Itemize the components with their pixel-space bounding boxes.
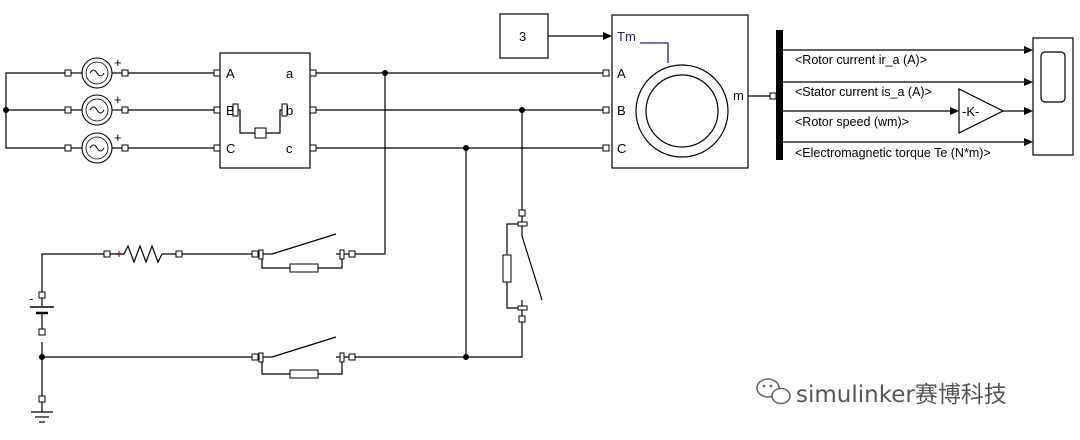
breaker-lower[interactable] <box>251 336 356 379</box>
wire-branch-c <box>355 148 467 358</box>
arrow-scope-2 <box>1024 78 1033 86</box>
breaker-vertical[interactable] <box>502 209 543 334</box>
junction-dots <box>3 70 525 360</box>
scope-screen <box>1040 51 1066 103</box>
constant-block[interactable]: 3 <box>499 13 549 59</box>
constant-value: 3 <box>519 29 526 44</box>
junction-dot <box>39 354 45 360</box>
plus-mark: + <box>114 55 122 70</box>
wires <box>5 32 1033 396</box>
ground-symbol <box>31 395 53 423</box>
signal-label-torque: <Electromagnetic torque Te (N*m)> <box>795 146 991 160</box>
transformer-port-c-label: C <box>226 141 235 156</box>
transformer-port-c2-label: c <box>286 141 293 156</box>
stator-circle <box>635 64 729 158</box>
series-resistor[interactable] <box>103 244 183 264</box>
wire-dc-top <box>41 253 104 292</box>
machine-port-c-label: C <box>617 141 626 156</box>
arrow-scope-3 <box>1024 107 1033 115</box>
wire-branch-a <box>355 73 386 255</box>
machine-tm-label: Tm <box>617 29 636 44</box>
gain-label: -K- <box>962 104 979 119</box>
junction-dot <box>463 145 469 151</box>
asynchronous-machine-block[interactable]: Tm A B C m <box>602 14 749 169</box>
junction-dot <box>463 354 469 360</box>
machine-port-a-label: A <box>617 66 626 81</box>
signal-label-stator-current: <Stator current is_a (A)> <box>795 85 932 99</box>
bus-selector[interactable] <box>769 30 783 160</box>
watermark-text: simulinker赛博科技 <box>796 382 1007 408</box>
arrow-scope-4 <box>1024 138 1033 146</box>
scope-block[interactable] <box>1032 37 1074 156</box>
transformer-port-b-label: B <box>226 103 235 118</box>
arrow-gain <box>950 107 959 115</box>
arrow-scope-1 <box>1024 46 1033 54</box>
plus-mark: + <box>114 130 122 145</box>
wechat-icon <box>756 378 791 405</box>
arrow-tm <box>603 32 612 40</box>
three-phase-transformer-block[interactable]: A B C a b c <box>213 52 317 169</box>
watermark: simulinker赛博科技 <box>756 378 1007 408</box>
breaker-upper[interactable] <box>251 233 356 273</box>
ac-voltage-source-b[interactable]: + <box>64 92 129 126</box>
junction-dot <box>3 107 9 113</box>
signal-label-rotor-current: <Rotor current ir_a (A)> <box>795 53 927 67</box>
junction-dot <box>519 107 525 113</box>
junction-dot <box>382 70 388 76</box>
wire-branch-b-bottom <box>466 334 523 358</box>
transformer-port-b2-label: b <box>286 103 293 118</box>
transformer-port-a-label: A <box>226 66 235 81</box>
dc-voltage-source[interactable]: - <box>29 291 54 336</box>
ac-voltage-source-a[interactable]: + <box>64 55 129 89</box>
machine-port-b-label: B <box>617 103 626 118</box>
plus-mark: + <box>114 92 122 107</box>
machine-m-label: m <box>733 88 744 103</box>
gain-block[interactable]: -K- <box>958 88 1005 134</box>
transformer-port-a2-label: a <box>286 66 294 81</box>
signal-label-rotor-speed: <Rotor speed (wm)> <box>795 115 909 129</box>
rotor-circle <box>645 74 719 148</box>
dc-minus-mark: - <box>29 291 33 306</box>
ac-voltage-source-c[interactable]: + <box>64 130 129 164</box>
